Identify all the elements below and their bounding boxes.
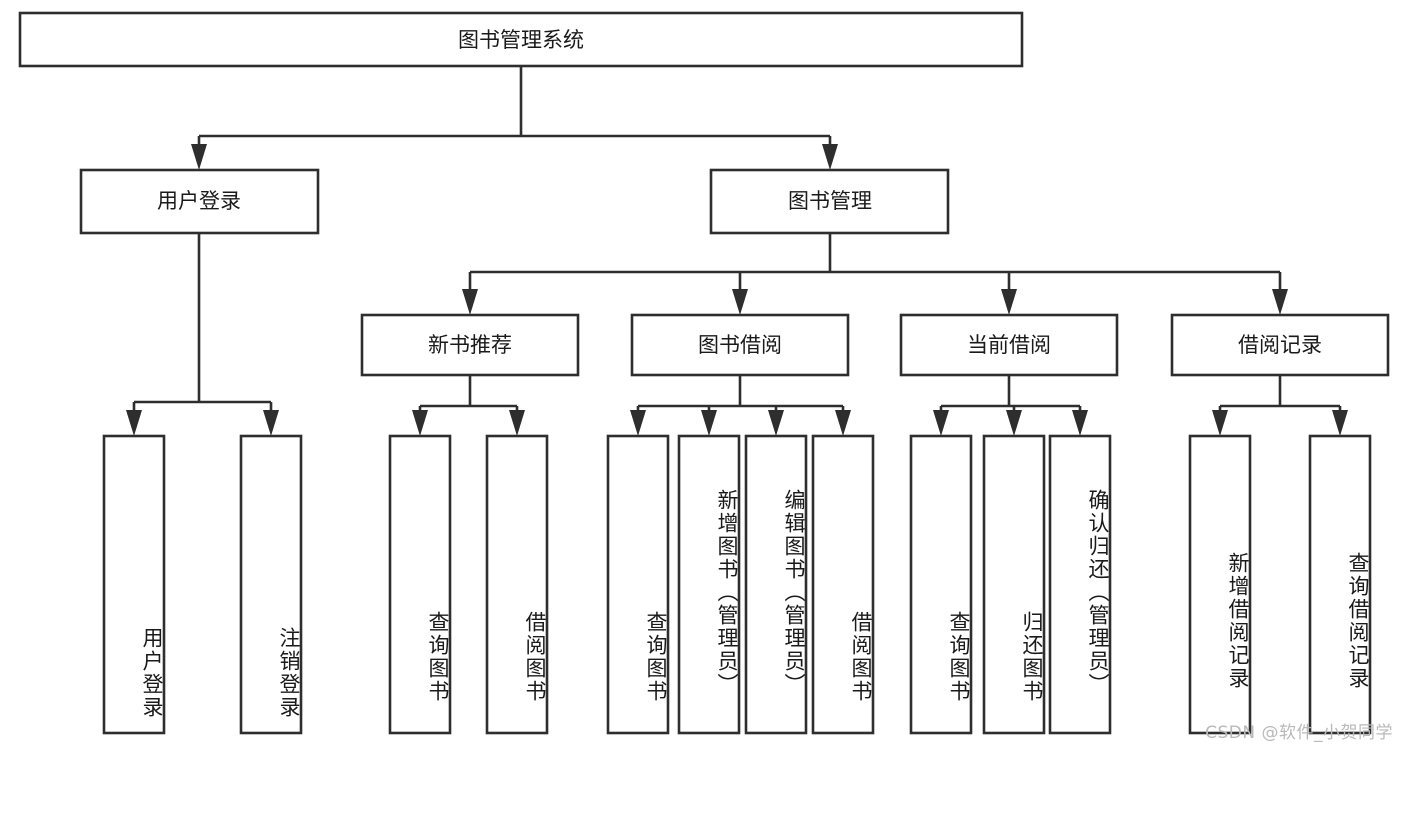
connector-group-new-book <box>412 375 525 436</box>
node-root-box[interactable] <box>18 11 1024 68</box>
arrow-borrow-leaf-1 <box>630 410 646 436</box>
node-current-borrow[interactable]: 当前借阅 <box>899 313 1119 377</box>
arrow-borrow-leaf-3 <box>768 410 784 436</box>
arrow-new-book-leaf-2 <box>509 410 525 436</box>
leaf-box-query-book-1[interactable] <box>388 434 452 735</box>
connector-group-borrow <box>630 375 851 436</box>
leaf-box-edit-book-admin[interactable] <box>744 434 808 735</box>
arrow-root-to-book-mgmt <box>822 144 838 170</box>
arrow-book-mgmt-to-current <box>1001 289 1017 315</box>
hierarchy-diagram-svg: 图书管理系统 用户登录 图书管理 新书推荐 图书借阅 当前借阅 借阅记录 <box>18 11 1390 735</box>
arrow-borrow-leaf-2 <box>701 410 717 436</box>
connector-group-book-mgmt <box>462 233 1288 315</box>
arrow-book-mgmt-to-records <box>1272 289 1288 315</box>
node-new-book-recommend-box[interactable] <box>360 313 580 377</box>
arrow-book-mgmt-to-new-book <box>462 289 478 315</box>
node-new-book-recommend-label: 新书推荐 <box>428 333 512 357</box>
node-root-label: 图书管理系统 <box>458 28 584 52</box>
leaf-box-add-book-admin[interactable] <box>677 434 741 735</box>
arrow-book-mgmt-to-borrow <box>732 289 748 315</box>
leaf-box-borrow-book-2[interactable] <box>811 434 875 735</box>
leaf-box-return-book[interactable] <box>982 434 1046 735</box>
connector-group-current <box>933 375 1088 436</box>
node-user-login-box[interactable] <box>79 168 320 235</box>
leaf-box-confirm-return[interactable] <box>1048 434 1112 735</box>
leaf-box-add-record[interactable] <box>1188 434 1252 735</box>
node-book-management-box[interactable] <box>709 168 950 235</box>
node-book-management-label: 图书管理 <box>788 189 872 213</box>
leaf-box-logout[interactable] <box>239 434 303 735</box>
node-book-borrow-label: 图书借阅 <box>698 333 782 357</box>
node-borrow-records-label: 借阅记录 <box>1238 333 1322 357</box>
arrow-current-leaf-1 <box>933 410 949 436</box>
csdn-watermark: CSDN @软件_小贺同学 <box>1205 723 1393 743</box>
node-current-borrow-box[interactable] <box>899 313 1119 377</box>
arrow-records-leaf-1 <box>1212 410 1228 436</box>
leaf-box-query-record[interactable] <box>1308 434 1372 735</box>
node-book-management[interactable]: 图书管理 <box>709 168 950 235</box>
arrow-current-leaf-3 <box>1072 410 1088 436</box>
leaf-box-user-login[interactable] <box>102 434 166 735</box>
arrow-borrow-leaf-4 <box>835 410 851 436</box>
connector-group-records <box>1212 375 1348 436</box>
leaf-box-borrow-book-1[interactable] <box>485 434 549 735</box>
arrow-current-leaf-2 <box>1006 410 1022 436</box>
node-book-borrow[interactable]: 图书借阅 <box>630 313 850 377</box>
connector-group-root <box>191 66 838 170</box>
arrow-new-book-leaf-1 <box>412 410 428 436</box>
node-borrow-records-box[interactable] <box>1170 313 1390 377</box>
node-user-login[interactable]: 用户登录 <box>79 168 320 235</box>
arrow-user-login-leaf-2 <box>263 410 279 436</box>
node-current-borrow-label: 当前借阅 <box>967 333 1051 357</box>
node-borrow-records[interactable]: 借阅记录 <box>1170 313 1390 377</box>
node-book-borrow-box[interactable] <box>630 313 850 377</box>
arrow-root-to-user-login <box>191 144 207 170</box>
connector-group-user-login <box>126 233 279 436</box>
arrow-records-leaf-2 <box>1332 410 1348 436</box>
node-new-book-recommend[interactable]: 新书推荐 <box>360 313 580 377</box>
arrow-user-login-leaf-1 <box>126 410 142 436</box>
node-root[interactable]: 图书管理系统 <box>18 11 1024 68</box>
diagram-canvas: 图书管理系统 用户登录 图书管理 新书推荐 图书借阅 当前借阅 借阅记录 <box>18 11 1393 743</box>
leaf-box-query-book-2[interactable] <box>606 434 670 735</box>
node-user-login-label: 用户登录 <box>157 189 241 213</box>
leaf-box-query-book-3[interactable] <box>909 434 973 735</box>
leaf-box-group <box>102 434 1372 735</box>
